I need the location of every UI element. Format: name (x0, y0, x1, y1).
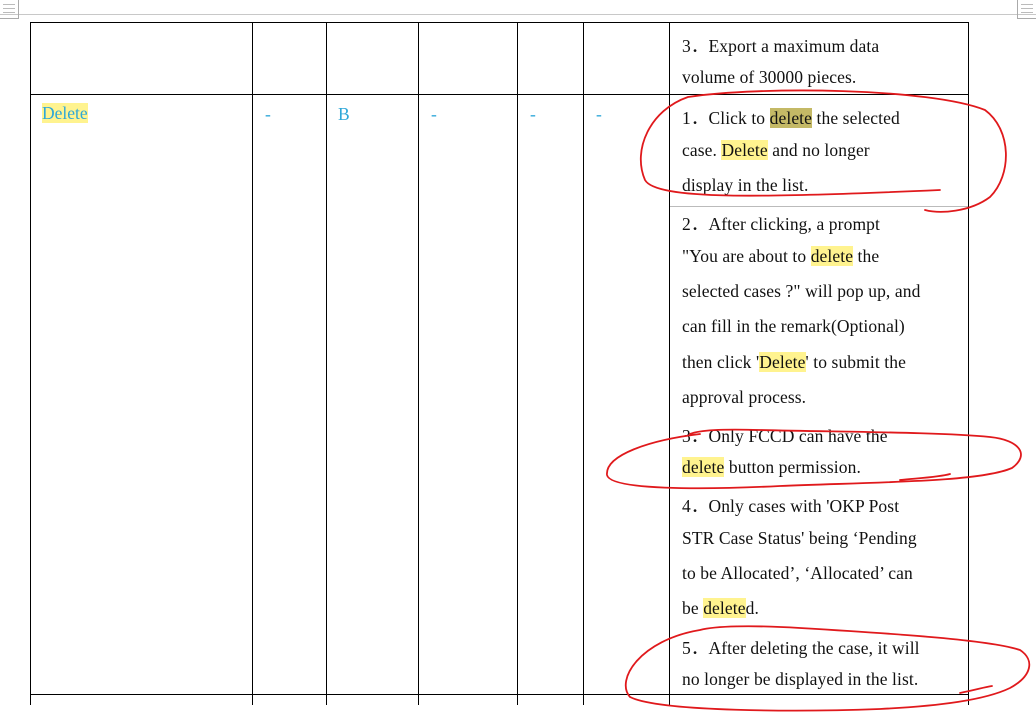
desc-item-2-line2: "You are about to delete the (682, 245, 879, 267)
row-divider (30, 94, 969, 95)
text: case. (682, 140, 722, 160)
col5-cell: - (530, 104, 536, 124)
margin-corner-mark-left (0, 0, 19, 19)
desc-item-1: 1．Click to delete the selected (682, 107, 900, 129)
highlight: delete (682, 457, 725, 477)
highlight: delete (810, 246, 854, 266)
col6-cell: - (596, 104, 602, 124)
item-number: 1． (682, 108, 709, 128)
desc-item-2-line6: approval process. (682, 387, 807, 407)
col3-cell: B (338, 104, 350, 124)
col2-cell: - (265, 104, 271, 124)
column-border (30, 22, 31, 705)
text: ' to submit the (805, 352, 906, 372)
column-border (252, 22, 253, 705)
column-border (517, 22, 518, 705)
desc-item-3: 3．Only FCCD can have the (682, 426, 888, 446)
desc-item-2-line3: selected cases ?" will pop up, and (682, 281, 921, 301)
text: be (682, 598, 704, 618)
page-margin-line (0, 14, 1036, 15)
desc-item-4-line2: STR Case Status' being ‘Pending (682, 528, 917, 548)
column-border (968, 22, 969, 705)
column-border (669, 22, 670, 705)
highlight: delete (703, 598, 746, 618)
column-border (326, 22, 327, 705)
row-divider-bottom (30, 694, 969, 695)
desc-item-1-line2: case. Delete and no longer (682, 139, 870, 161)
desc-item-5: 5．After deleting the case, it will (682, 638, 920, 658)
desc-item-2-line4: can fill in the remark(Optional) (682, 316, 905, 336)
item-divider (670, 206, 969, 207)
text: the selected (812, 108, 900, 128)
col4-cell: - (431, 104, 437, 124)
text: button permission. (724, 457, 861, 477)
prev-row-desc-line: 3．Export a maximum data (682, 36, 880, 56)
highlight: Delete (721, 140, 768, 160)
prev-row-desc-line: volume of 30000 pieces. (682, 67, 857, 87)
function-name: Delete (42, 103, 88, 123)
desc-item-2-line5: then click 'Delete' to submit the (682, 351, 906, 373)
text: "You are about to (682, 246, 811, 266)
highlight: Delete (759, 352, 806, 372)
desc-item-2: 2．After clicking, a prompt (682, 214, 880, 234)
desc-item-4-line4: be deleted. (682, 597, 759, 619)
text: then click ' (682, 352, 760, 372)
desc-item-4-line3: to be Allocated’, ‘Allocated’ can (682, 563, 913, 583)
text: and no longer (767, 140, 870, 160)
table-top-border (30, 22, 969, 23)
function-name-cell: Delete (42, 103, 88, 123)
desc-item-4: 4．Only cases with 'OKP Post (682, 496, 900, 516)
desc-item-5-line2: no longer be displayed in the list. (682, 669, 919, 689)
text: the (853, 246, 880, 266)
text: Click to (708, 108, 770, 128)
margin-corner-mark-right (1017, 0, 1036, 19)
text: d. (745, 598, 759, 618)
desc-item-1-line3: display in the list. (682, 175, 809, 195)
column-border (418, 22, 419, 705)
desc-item-3-line2: delete button permission. (682, 456, 861, 478)
column-border (583, 22, 584, 705)
selected-highlight: delete (769, 108, 813, 128)
